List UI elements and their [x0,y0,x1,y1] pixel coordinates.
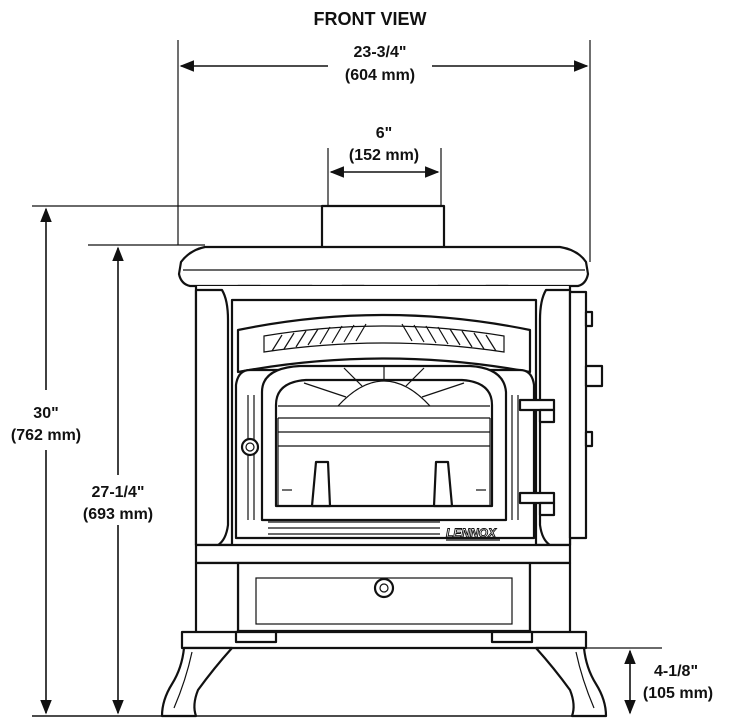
flue-collar-metric: (152 mm) [349,147,419,164]
flue-collar-imperial: 6" [376,125,392,142]
stove-illustration: LENNOX [160,204,608,718]
ash-drawer-knob [373,577,395,599]
door-sunburst [278,366,490,407]
floor-clearance-metric: (105 mm) [643,685,713,702]
base-band [194,543,572,565]
top-height-metric: (693 mm) [83,506,153,523]
flue-collar-dimension: 6" (152 mm) [327,125,442,205]
stove-top-plate [177,245,590,288]
overall-height-metric: (762 mm) [11,427,81,444]
left-side-panel [194,288,230,547]
lower-louvers [268,521,440,535]
overall-width-imperial: 23-3/4" [354,44,407,61]
right-andiron [432,460,454,508]
door-latch-handle [240,437,260,457]
left-leg [160,646,234,718]
top-height-dimension: 27-1/4" (693 mm) [83,244,205,715]
base-plate [180,630,588,650]
overall-width-dimension: 23-3/4" (604 mm) [177,40,591,262]
right-side-knobs [584,310,604,448]
left-andiron [310,460,332,508]
floor-clearance-imperial: 4-1/8" [654,663,698,680]
right-leg [534,646,608,718]
view-title: FRONT VIEW [314,9,427,29]
overall-height-dimension: 30" (762 mm) [11,205,328,715]
top-height-imperial: 27-1/4" [92,484,145,501]
floor-clearance-dimension: 4-1/8" (105 mm) [576,647,713,715]
door-hinges [518,398,556,517]
flue-collar [320,204,446,250]
overall-width-metric: (604 mm) [345,67,415,84]
door-side-grooves [247,395,519,520]
firebox-interior [277,417,491,506]
right-side-rear-panel [568,290,588,540]
door-glass [274,378,494,508]
arch-vent-band [263,325,505,353]
arch-vent-slats [271,323,497,352]
brand-logo: LENNOX [446,526,497,540]
overall-height-imperial: 30" [33,405,58,422]
